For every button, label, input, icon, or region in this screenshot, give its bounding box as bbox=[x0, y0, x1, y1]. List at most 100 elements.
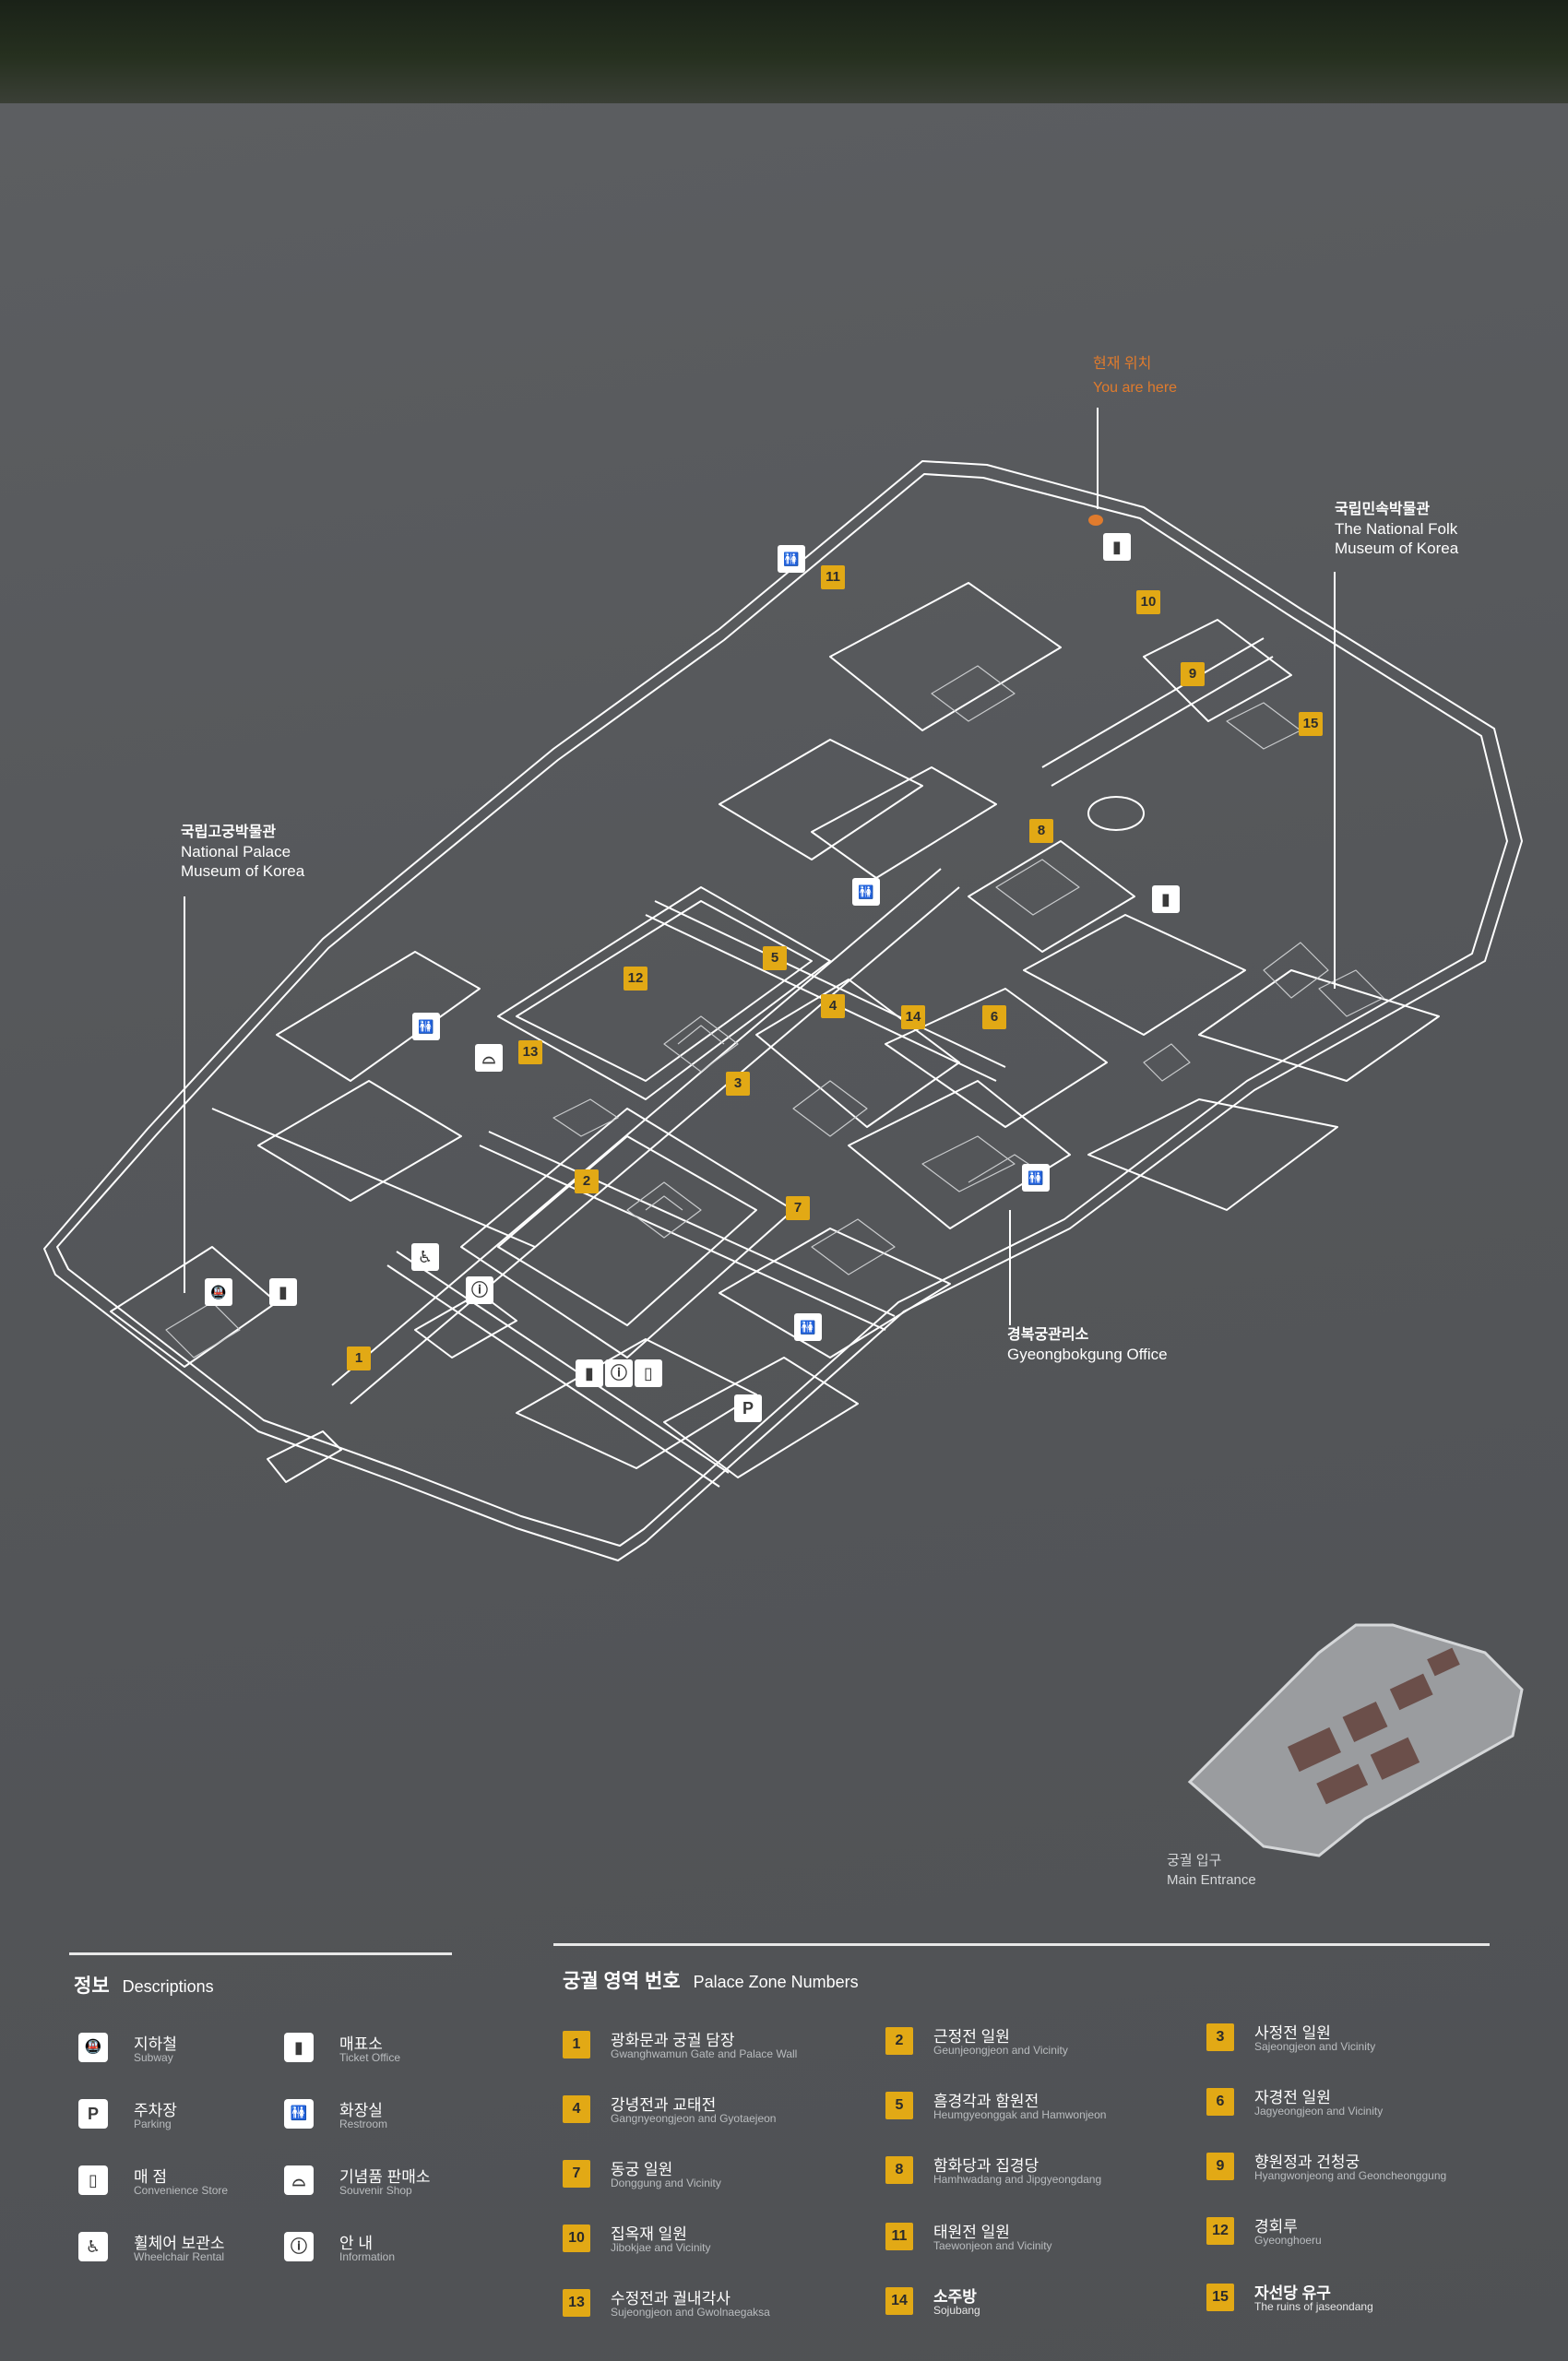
palace-map: 현재 위치 You are here 국립민속박물관 The National … bbox=[0, 103, 1568, 2040]
zones-title-ko: 궁궐 영역 번호 bbox=[563, 1971, 681, 1992]
map-badge-12: 12 bbox=[624, 967, 647, 991]
zone-ko-1: 광화문과 궁궐 담장 bbox=[611, 2032, 735, 2049]
descriptions-rule bbox=[69, 1952, 452, 1955]
legend-wheelchair-ko: 휠체어 보관소 bbox=[134, 2235, 225, 2252]
souvenir-shop-icon: ⌓ bbox=[284, 2165, 314, 2195]
zone-ko-2: 근정전 일원 bbox=[933, 2028, 1010, 2046]
map-badge-10: 10 bbox=[1136, 590, 1160, 614]
zone-ko-8: 함화당과 집경당 bbox=[933, 2157, 1039, 2175]
cross-path-3 bbox=[645, 900, 1006, 1082]
convenience-store-icon: ▯ bbox=[78, 2165, 108, 2195]
ticket-office-icon: ▮ bbox=[576, 1359, 603, 1387]
zone-ko-3: 사정전 일원 bbox=[1254, 2024, 1331, 2042]
zone-14-block bbox=[848, 1080, 1071, 1229]
west-field bbox=[257, 951, 481, 1202]
zone-num-7: 7 bbox=[563, 2160, 590, 2188]
legend-restroom-ko: 화장실 bbox=[339, 2102, 383, 2119]
legend-souvenir-shop-en: Souvenir Shop bbox=[339, 2184, 412, 2197]
descriptions-title-en: Descriptions bbox=[122, 1977, 214, 1996]
zone-num-4: 4 bbox=[563, 2095, 590, 2123]
folk-museum-label: 국립민속박물관 The National Folk Museum of Kore… bbox=[1335, 500, 1458, 558]
subway-icon: 🚇 bbox=[78, 2033, 108, 2062]
zone-ko-10: 집옥재 일원 bbox=[611, 2225, 687, 2243]
zone-ko-13: 수정전과 궐내각사 bbox=[611, 2290, 731, 2308]
zone-ko-9: 향원정과 건청궁 bbox=[1254, 2153, 1360, 2171]
map-badge-5: 5 bbox=[763, 946, 787, 970]
convenience-store-icon: ▯ bbox=[635, 1359, 662, 1387]
zones-title-en: Palace Zone Numbers bbox=[693, 1973, 859, 1991]
zone-num-3: 3 bbox=[1206, 2023, 1234, 2051]
palace-inner-wall bbox=[56, 473, 1508, 1547]
you-are-here-en: You are here bbox=[1093, 380, 1178, 396]
tree-background bbox=[0, 0, 1568, 103]
zone-ko-5: 흠경각과 함원전 bbox=[933, 2093, 1039, 2110]
office-ko: 경복궁관리소 bbox=[1007, 1327, 1089, 1343]
you-are-here-label: 현재 위치 You are here bbox=[1093, 352, 1177, 400]
map-badge-9: 9 bbox=[1181, 662, 1205, 686]
legend-souvenir-shop-ko: 기념품 판매소 bbox=[339, 2168, 431, 2186]
restroom-icon: 🚻 bbox=[284, 2099, 314, 2129]
zone-num-13: 13 bbox=[563, 2289, 590, 2317]
zone-en-4: Gangnyeongjeon and Gyotaejeon bbox=[611, 2112, 777, 2125]
wheelchair-icon: ♿ bbox=[78, 2232, 108, 2261]
information-icon: ⓘ bbox=[466, 1276, 493, 1304]
heungnyemun-block bbox=[414, 1292, 517, 1358]
you-are-here-marker bbox=[1088, 515, 1103, 526]
zone-en-1: Gwanghwamun Gate and Palace Wall bbox=[611, 2047, 798, 2060]
zone-en-7: Donggung and Vicinity bbox=[611, 2177, 721, 2189]
map-badge-4: 4 bbox=[821, 994, 845, 1018]
descriptions-title-ko: 정보 bbox=[74, 1975, 110, 1997]
subway-icon: 🚇 bbox=[205, 1278, 232, 1306]
zone-5-block bbox=[755, 979, 960, 1128]
zones-title: 궁궐 영역 번호 Palace Zone Numbers bbox=[563, 1966, 859, 1994]
folk-museum-en2: Museum of Korea bbox=[1335, 540, 1459, 557]
legend-convenience-store-en: Convenience Store bbox=[134, 2184, 229, 2197]
zone-ko-4: 강녕전과 교태전 bbox=[611, 2096, 717, 2114]
zone-num-9: 9 bbox=[1206, 2153, 1234, 2180]
legend-ticket-office-ko: 매표소 bbox=[339, 2035, 383, 2053]
legend-restroom-en: Restroom bbox=[339, 2118, 388, 2130]
main-entrance-ko: 궁궐 입구 bbox=[1167, 1853, 1222, 1869]
locator-inset bbox=[1181, 1597, 1531, 1874]
ticket-office-icon: ▮ bbox=[1152, 885, 1180, 913]
zones-rule bbox=[553, 1943, 1490, 1946]
map-badge-11: 11 bbox=[821, 565, 845, 589]
palace-museum-en1: National Palace bbox=[181, 843, 291, 860]
main-entrance-label: 궁궐 입구 Main Entrance bbox=[1167, 1851, 1256, 1890]
zone-11-block bbox=[829, 582, 1062, 731]
souvenir-shop-icon: ⌓ bbox=[475, 1044, 503, 1072]
zone-8-block bbox=[968, 840, 1135, 953]
map-badge-15: 15 bbox=[1299, 712, 1323, 736]
zone-en-8: Hamhwadang and Jipgyeongdang bbox=[933, 2173, 1102, 2186]
map-badge-14: 14 bbox=[901, 1005, 925, 1029]
cross-path-1 bbox=[386, 1251, 730, 1488]
map-badge-8: 8 bbox=[1029, 819, 1053, 843]
legend-parking-ko: 주차장 bbox=[134, 2102, 177, 2119]
map-badge-1: 1 bbox=[347, 1347, 371, 1370]
wheelchair-icon: ♿ bbox=[411, 1243, 439, 1271]
office-label: 경복궁관리소 Gyeongbokgung Office bbox=[1007, 1325, 1168, 1364]
palace-museum-label: 국립고궁박물관 National Palace Museum of Korea bbox=[181, 823, 304, 881]
zone-en-15: The ruins of jaseondang bbox=[1254, 2300, 1373, 2313]
zone-en-2: Geunjeongjeon and Vicinity bbox=[933, 2044, 1068, 2057]
palace-museum-en2: Museum of Korea bbox=[181, 862, 305, 880]
legend-subway-ko: 지하철 bbox=[134, 2035, 177, 2053]
signboard: 현재 위치 You are here 국립민속박물관 The National … bbox=[0, 103, 1568, 2361]
hyangwonjeong-island bbox=[1087, 796, 1145, 831]
zone-num-1: 1 bbox=[563, 2031, 590, 2058]
cross-path-4 bbox=[211, 1108, 536, 1248]
restroom-icon: 🚻 bbox=[852, 878, 880, 906]
gwanghwamun-gate bbox=[267, 1430, 342, 1483]
zone-en-10: Jibokjae and Vicinity bbox=[611, 2241, 711, 2254]
north-field bbox=[719, 739, 997, 879]
zone-en-12: Gyeonghoeru bbox=[1254, 2234, 1322, 2247]
you-are-here-ko: 현재 위치 bbox=[1093, 356, 1152, 372]
restroom-icon: 🚻 bbox=[778, 545, 805, 573]
ticket-office-icon: ▮ bbox=[284, 2033, 314, 2062]
zone-num-6: 6 bbox=[1206, 2088, 1234, 2116]
parking-icon: P bbox=[734, 1394, 762, 1422]
zone-num-15: 15 bbox=[1206, 2284, 1234, 2311]
map-badge-13: 13 bbox=[518, 1040, 542, 1064]
information-icon: ⓘ bbox=[284, 2232, 314, 2261]
zone-ko-7: 동궁 일원 bbox=[611, 2161, 673, 2178]
